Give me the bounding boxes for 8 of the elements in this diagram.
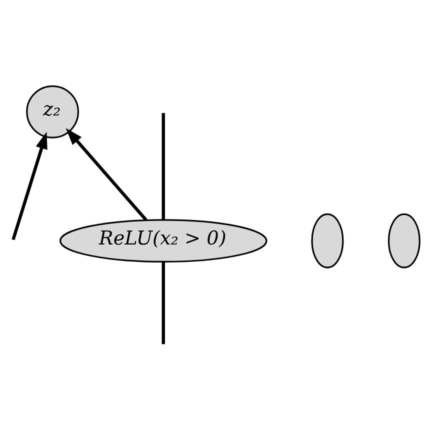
arrow: [66, 128, 148, 222]
connector: [162, 262, 165, 344]
node-circle: z₂: [26, 85, 80, 138]
node-ellipse: ReLU(x₂ > 0): [59, 219, 268, 263]
node-ellipse: [388, 213, 420, 268]
node-ellipse: [311, 213, 344, 268]
arrow: [12, 132, 48, 240]
connector: [162, 113, 165, 220]
